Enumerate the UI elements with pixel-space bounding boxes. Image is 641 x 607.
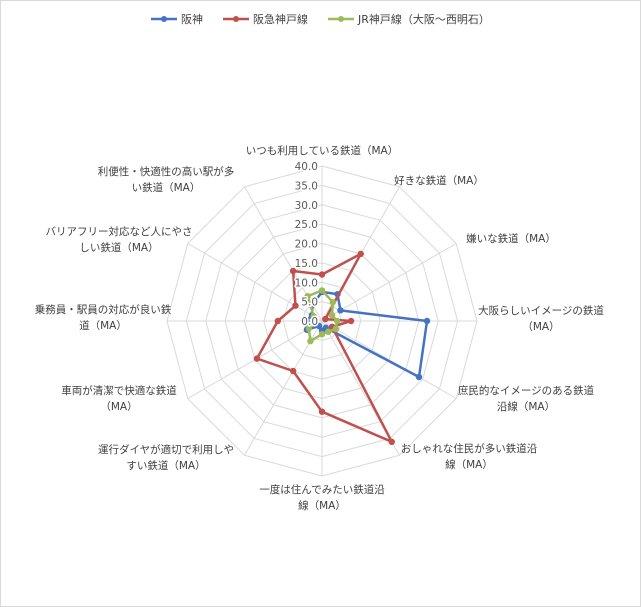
r-tick-label: 40.0 <box>295 161 318 173</box>
axis-label-line: いつも利用している鉄道（MA） <box>245 145 399 157</box>
axis-label-line: 線（MA） <box>298 500 346 512</box>
legend-label: 阪神 <box>181 13 204 26</box>
axis-label: おしゃれな住民が多い鉄道沿線（MA） <box>401 441 538 473</box>
r-tick-label: 0.0 <box>301 316 318 328</box>
data-point-2 <box>318 287 326 294</box>
data-point-2 <box>329 299 337 306</box>
data-point-0 <box>423 317 431 325</box>
grid-spoke <box>321 243 457 322</box>
axis-label-line: バリアフリー対応など人にやさ <box>45 226 193 238</box>
axis-label: 車両が清潔で快適な鉄道 （MA） <box>61 383 177 415</box>
axis-label-line: （MA） <box>522 321 560 333</box>
axis-label-line: 線（MA） <box>445 459 493 471</box>
axis-label-line: 沿線（MA） <box>496 401 556 413</box>
axis-label: 一度は住んでみたい鉄道沿線（MA） <box>259 482 384 514</box>
data-point-1 <box>388 438 395 446</box>
data-point-2 <box>304 292 311 300</box>
axis-label-line: すい鉄道（MA） <box>126 460 206 472</box>
data-point-0 <box>415 373 423 381</box>
legend-item: JR神戸線（大阪～西明石） <box>328 11 490 27</box>
data-point-2 <box>311 317 318 325</box>
data-point-1 <box>347 317 355 325</box>
r-tick-label: 30.0 <box>295 200 318 212</box>
r-tick-label: 35.0 <box>295 180 318 192</box>
data-point-2 <box>307 337 314 345</box>
data-point-1 <box>318 271 326 278</box>
axis-label: バリアフリー対応など人にやさしい鉄道（MA） <box>46 224 193 256</box>
data-point-2 <box>305 325 313 332</box>
data-point-1 <box>357 250 364 258</box>
legend-label: JR神戸線（大阪～西明石） <box>358 13 490 26</box>
data-point-1 <box>292 302 299 309</box>
axis-label-line: 車両が清潔で快適な鉄道 <box>61 385 177 397</box>
r-tick-label: 15.0 <box>295 258 318 270</box>
data-point-1 <box>322 315 329 323</box>
axis-label-line: 運行ダイヤが適切で利用しや <box>97 444 235 456</box>
axis-label: 庶民的なイメージのある鉄道沿線（MA） <box>458 383 594 415</box>
axis-label-line: 大阪らしいイメージの鉄道 <box>478 305 604 317</box>
data-point-2 <box>310 312 317 320</box>
axis-label: 運行ダイヤが適切で利用しやすい鉄道（MA） <box>98 442 234 474</box>
axis-label-line: 嫌いな鉄道（MA） <box>466 233 556 245</box>
data-point-1 <box>274 317 282 325</box>
legend: 阪神 阪急神戸線 JR神戸線（大阪～西明石） <box>1 11 640 27</box>
legend-label: 阪急神戸線 <box>253 13 309 26</box>
grid-spoke <box>321 320 457 399</box>
legend-marker <box>223 16 250 22</box>
data-point-1 <box>318 408 326 415</box>
data-point-0 <box>303 317 310 325</box>
data-point-2 <box>333 317 341 325</box>
axis-label-line: おしゃれな住民が多い鉄道沿 <box>400 443 538 455</box>
axis-label-line: 庶民的なイメージのある鉄道 <box>457 385 595 397</box>
axis-label-line: 好きな鉄道（MA） <box>394 175 484 187</box>
data-point-1 <box>253 355 261 362</box>
axis-label-line: 一度は住んでみたい鉄道沿 <box>259 484 385 496</box>
data-point-0 <box>315 322 323 330</box>
axis-label: 好きな鉄道（MA） <box>394 173 484 189</box>
r-tick-label: 10.0 <box>295 277 318 289</box>
r-tick-label: 20.0 <box>295 239 318 251</box>
legend-item: 阪神 <box>151 11 203 27</box>
legend-marker <box>151 16 178 22</box>
legend-item: 阪急神戸線 <box>223 11 308 27</box>
grid-spoke <box>187 243 323 322</box>
data-point-2 <box>328 311 336 319</box>
data-point-2 <box>325 328 332 335</box>
data-point-1 <box>289 267 297 275</box>
legend-marker <box>328 16 355 22</box>
axis-label-line: 利便性・快適性の高い駅が多 <box>97 166 235 178</box>
data-point-2 <box>332 325 339 333</box>
axis-label-line: しい鉄道（MA） <box>79 242 159 254</box>
axis-label-line: 乗務員・駅員の対応が良い鉄 <box>34 304 172 316</box>
data-point-2 <box>318 330 326 338</box>
axis-label: 乗務員・駅員の対応が良い鉄道（MA） <box>35 302 172 334</box>
axis-label: 大阪らしいイメージの鉄道 （MA） <box>478 303 604 335</box>
r-tick-label: 5.0 <box>301 297 318 309</box>
axis-label: いつも利用している鉄道（MA） <box>246 143 398 159</box>
axis-label: 利便性・快適性の高い駅が多い鉄道（MA） <box>98 164 235 196</box>
axis-label: 嫌いな鉄道（MA） <box>466 231 556 247</box>
r-tick-label: 25.0 <box>295 219 318 231</box>
data-point-0 <box>337 307 344 314</box>
axis-label-line: い鉄道（MA） <box>131 182 201 194</box>
axis-label-line: 道（MA） <box>79 320 127 332</box>
data-point-1 <box>289 367 297 375</box>
axis-label-line: （MA） <box>100 401 138 413</box>
